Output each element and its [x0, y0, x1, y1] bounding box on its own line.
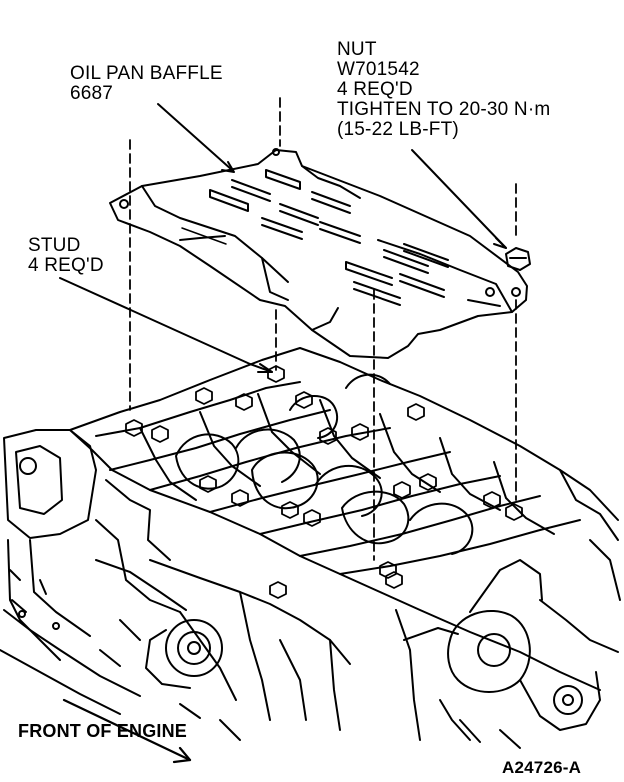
front-of-engine-arrow	[62, 698, 192, 764]
front-of-engine-label: FRONT OF ENGINE	[18, 721, 187, 741]
baffle-label-line2: 6687	[70, 83, 114, 104]
stud-label-line2: 4 REQ'D	[28, 255, 104, 276]
baffle-label-line1: OIL PAN BAFFLE	[70, 63, 223, 84]
nut	[505, 247, 531, 271]
leader-lines	[59, 103, 507, 373]
alignment-lines	[129, 97, 517, 561]
nut-label-line4: TIGHTEN TO 20-30 N·m	[337, 99, 551, 120]
figure-id-label: A24726-A	[502, 758, 582, 777]
nut-label-line5: (15-22 LB-FT)	[337, 119, 459, 140]
oil-pan-baffle	[109, 148, 528, 359]
stud-label-line1: STUD	[28, 235, 81, 256]
nut-label: NUT W701542 4 REQ'D TIGHTEN TO 20-30 N·m…	[337, 40, 550, 140]
nut-label-line3: 4 REQ'D	[337, 79, 413, 100]
nut-label-line2: W701542	[337, 59, 420, 80]
stud-label: STUD 4 REQ'D	[28, 236, 104, 276]
engine-block	[0, 347, 621, 749]
oil-pan-baffle-label: OIL PAN BAFFLE 6687	[70, 64, 223, 104]
nut-label-line1: NUT	[337, 39, 377, 60]
